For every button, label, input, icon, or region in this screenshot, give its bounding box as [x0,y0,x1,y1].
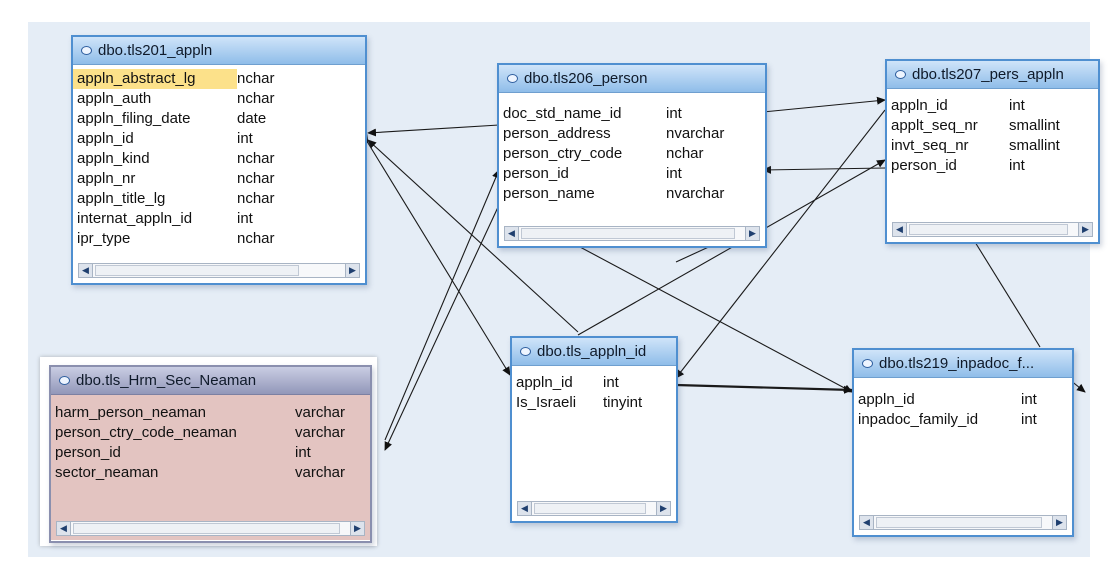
table-icon [81,46,92,55]
scroll-thumb[interactable] [909,224,1068,235]
horizontal-scrollbar[interactable]: ◀ ▶ [859,515,1067,530]
table-header[interactable]: dbo.tls_Hrm_Sec_Neaman [51,367,370,395]
table-title: dbo.tls_appln_id [537,343,647,360]
table-icon [862,359,873,368]
table-header[interactable]: dbo.tls_appln_id [512,338,676,366]
scroll-thumb[interactable] [95,265,299,276]
scroll-left-icon[interactable]: ◀ [79,264,93,277]
horizontal-scrollbar[interactable]: ◀ ▶ [78,263,360,278]
table-icon [520,347,531,356]
scroll-left-icon[interactable]: ◀ [505,227,519,240]
table-title: dbo.tls219_inpadoc_f... [879,355,1035,372]
table-icon [895,70,906,79]
scroll-thumb[interactable] [876,517,1042,528]
table-header[interactable]: dbo.tls206_person [499,65,765,93]
scroll-thumb[interactable] [521,228,735,239]
scroll-left-icon[interactable]: ◀ [57,522,71,535]
table-header[interactable]: dbo.tls219_inpadoc_f... [854,350,1072,378]
horizontal-scrollbar[interactable]: ◀ ▶ [504,226,760,241]
table-icon [59,376,70,385]
scroll-left-icon[interactable]: ◀ [893,223,907,236]
scroll-left-icon[interactable]: ◀ [518,502,532,515]
table-header[interactable]: dbo.tls207_pers_appln [887,61,1098,89]
table-icon [507,74,518,83]
scroll-thumb[interactable] [534,503,646,514]
table-title: dbo.tls206_person [524,70,648,87]
table-title: dbo.tls201_appln [98,42,213,59]
table-title: dbo.tls_Hrm_Sec_Neaman [76,372,257,389]
table-tls-hrm-sec-neaman[interactable]: dbo.tls_Hrm_Sec_Neaman harm_person_neama… [49,365,372,543]
horizontal-scrollbar[interactable]: ◀ ▶ [56,521,365,536]
scroll-right-icon[interactable]: ▶ [745,227,759,240]
scroll-thumb[interactable] [73,523,340,534]
scroll-right-icon[interactable]: ▶ [350,522,364,535]
scroll-right-icon[interactable]: ▶ [656,502,670,515]
scroll-left-icon[interactable]: ◀ [860,516,874,529]
scroll-right-icon[interactable]: ▶ [1052,516,1066,529]
scroll-right-icon[interactable]: ▶ [345,264,359,277]
horizontal-scrollbar[interactable]: ◀ ▶ [517,501,671,516]
horizontal-scrollbar[interactable]: ◀ ▶ [892,222,1093,237]
table-title: dbo.tls207_pers_appln [912,66,1064,83]
table-header[interactable]: dbo.tls201_appln [73,37,365,65]
scroll-right-icon[interactable]: ▶ [1078,223,1092,236]
